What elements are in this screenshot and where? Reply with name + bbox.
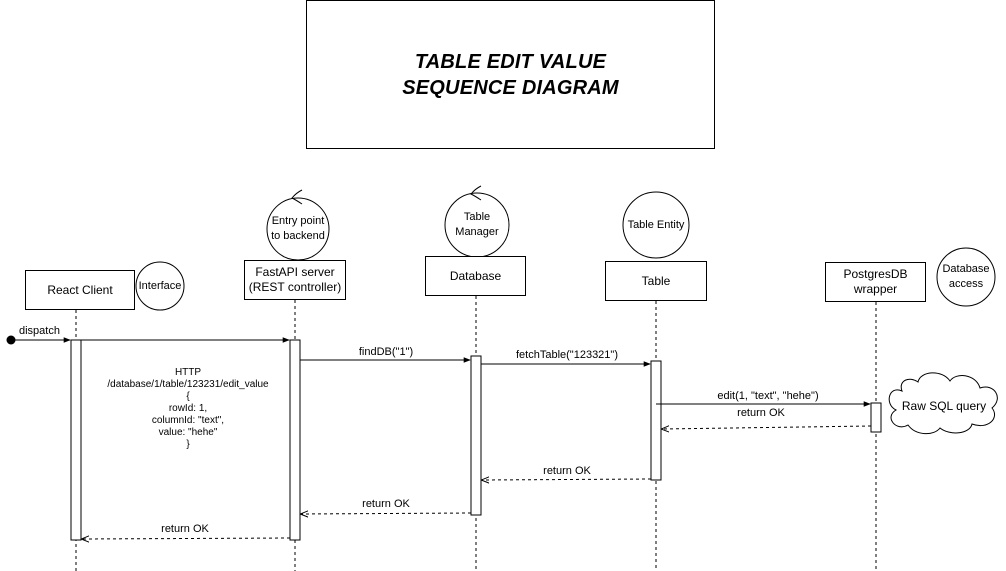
actor-postgres-label-line2: wrapper (853, 282, 898, 296)
msg-return-table-label: return OK (543, 465, 591, 477)
note-interface: Interface (136, 262, 184, 310)
payload-line: rowId: 1, (168, 403, 208, 414)
control-hook-entry (291, 189, 303, 205)
note-interface-label: Interface (138, 279, 182, 292)
note-entity-label: Table Entity (627, 218, 685, 231)
note-table-entity: Table Entity (623, 192, 689, 258)
arrow-return-fastapi (82, 538, 291, 539)
note-database-access: Database access (937, 248, 995, 306)
msg-return-fastapi-label: return OK (161, 523, 209, 535)
actor-fastapi-label-line2: (REST controller) (248, 280, 342, 294)
msg-return-postgres-label: return OK (737, 407, 785, 419)
actor-fastapi-server: FastAPI server (REST controller) (244, 260, 346, 300)
activation-react-client (70, 339, 82, 541)
activation-table (650, 360, 662, 481)
note-entry-point: Entry point to backend (267, 198, 329, 260)
arrow-return-table (482, 479, 652, 480)
note-entity-circle (622, 191, 690, 259)
msg-fetch-table-label: fetchTable("123321") (516, 349, 618, 361)
actor-table: Table (605, 261, 707, 301)
msg-find-db-label: findDB("1") (358, 346, 414, 358)
arrow-return-database (301, 513, 472, 514)
actor-postgres-wrapper: PostgresDB wrapper (825, 262, 926, 302)
note-db-access-circle (936, 247, 996, 307)
note-raw-sql-label: Raw SQL query (901, 398, 987, 413)
actor-react-client-label: React Client (47, 282, 113, 297)
payload-line: value: "hehe" (158, 427, 218, 438)
raw-sql-cloud-shape (888, 372, 998, 435)
note-manager-label-line1: Table (463, 211, 491, 223)
msg-return-database-label: return OK (362, 498, 410, 510)
msg-edit-label: edit(1, "text", "hehe") (717, 390, 819, 402)
payload-line: /database/1/table/123231/edit_value (107, 379, 269, 390)
msg-dispatch-label: dispatch (19, 325, 60, 337)
actor-postgres-label-line1: PostgresDB (843, 267, 908, 281)
note-interface-circle (135, 261, 185, 311)
note-entry-label-line2: to backend (271, 230, 325, 242)
payload-line: HTTP (174, 367, 202, 378)
diagram-title-line2: SEQUENCE DIAGRAM (402, 76, 619, 99)
note-db-access-label-line1: Database (942, 263, 990, 275)
control-hook-manager (470, 185, 482, 201)
actor-react-client: React Client (25, 270, 135, 310)
note-db-access-label-line2: access (948, 278, 984, 290)
http-request-payload: HTTP /database/1/table/123231/edit_value… (107, 367, 268, 451)
activation-database (470, 355, 482, 516)
actor-database-label: Database (449, 268, 502, 283)
payload-line: columnId: "text", (151, 415, 225, 426)
payload-line: } (186, 439, 190, 450)
note-raw-sql-query: Raw SQL query (892, 392, 996, 420)
actor-fastapi-label-line1: FastAPI server (255, 265, 335, 279)
note-table-manager: Table Manager (445, 193, 509, 257)
activation-fastapi (289, 339, 301, 541)
actor-table-label: Table (641, 273, 671, 288)
diagram-title-box: TABLE EDIT VALUE SEQUENCE DIAGRAM (306, 0, 715, 149)
arrow-return-postgres (662, 426, 872, 429)
payload-line: { (186, 391, 190, 402)
note-manager-label-line2: Manager (455, 226, 499, 238)
actor-database: Database (425, 256, 526, 296)
note-entry-label-line1: Entry point (271, 215, 325, 227)
activation-postgres (870, 402, 882, 433)
dispatch-start-dot (6, 335, 16, 345)
diagram-title-line1: TABLE EDIT VALUE (414, 50, 607, 73)
